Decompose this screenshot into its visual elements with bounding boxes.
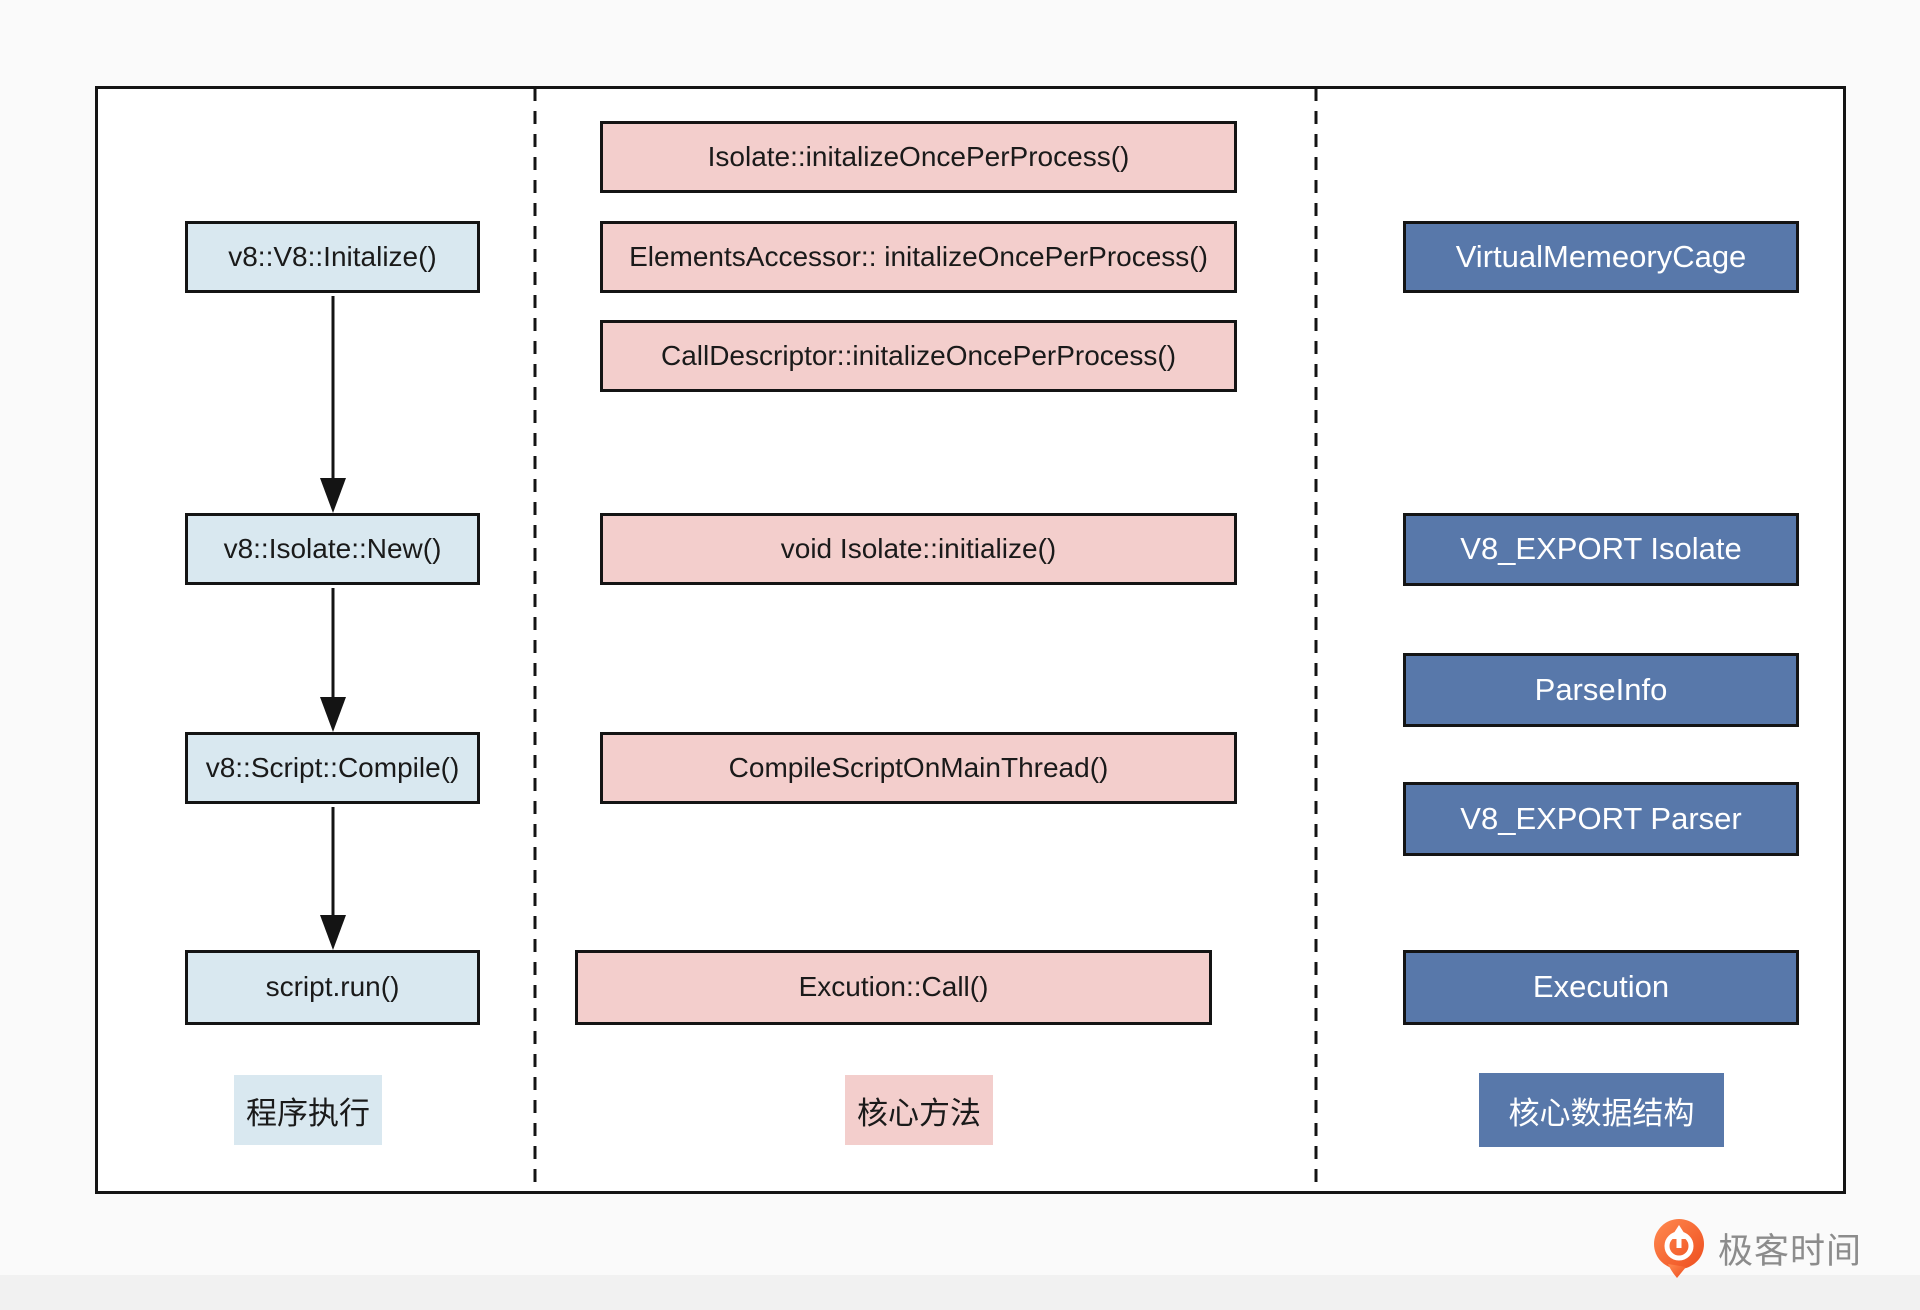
flow-box-v8-initalize: v8::V8::Initalize() xyxy=(185,221,480,293)
struct-box-parse-info: ParseInfo xyxy=(1403,653,1799,727)
struct-box-v8-export-parser: V8_EXPORT Parser xyxy=(1403,782,1799,856)
method-box-execution-call: Excution::Call() xyxy=(575,950,1212,1025)
caption-core-structures: 核心数据结构 xyxy=(1479,1073,1724,1147)
method-box-elements-accessor-init-once: ElementsAccessor:: initalizeOncePerProce… xyxy=(600,221,1237,293)
flow-box-script-compile: v8::Script::Compile() xyxy=(185,732,480,804)
flow-box-script-run: script.run() xyxy=(185,950,480,1025)
method-box-call-descriptor-init-once: CallDescriptor::initalizeOncePerProcess(… xyxy=(600,320,1237,392)
method-box-compile-script-on-main-thread: CompileScriptOnMainThread() xyxy=(600,732,1237,804)
flow-box-isolate-new: v8::Isolate::New() xyxy=(185,513,480,585)
geektime-logo-icon xyxy=(1654,1219,1704,1278)
footer-band xyxy=(0,1275,1920,1310)
struct-box-execution: Execution xyxy=(1403,950,1799,1025)
caption-core-methods: 核心方法 xyxy=(845,1075,993,1145)
method-box-isolate-initialize: void Isolate::initialize() xyxy=(600,513,1237,585)
struct-box-virtual-memory-cage: VirtualMemeoryCage xyxy=(1403,221,1799,293)
geektime-logo-text: 极客时间 xyxy=(1718,1231,1863,1271)
caption-program-flow: 程序执行 xyxy=(234,1075,382,1145)
struct-box-v8-export-isolate: V8_EXPORT Isolate xyxy=(1403,513,1799,586)
brand-footer: 极客时间 xyxy=(1652,1218,1862,1278)
method-box-isolate-init-once: Isolate::initalizeOncePerProcess() xyxy=(600,121,1237,193)
